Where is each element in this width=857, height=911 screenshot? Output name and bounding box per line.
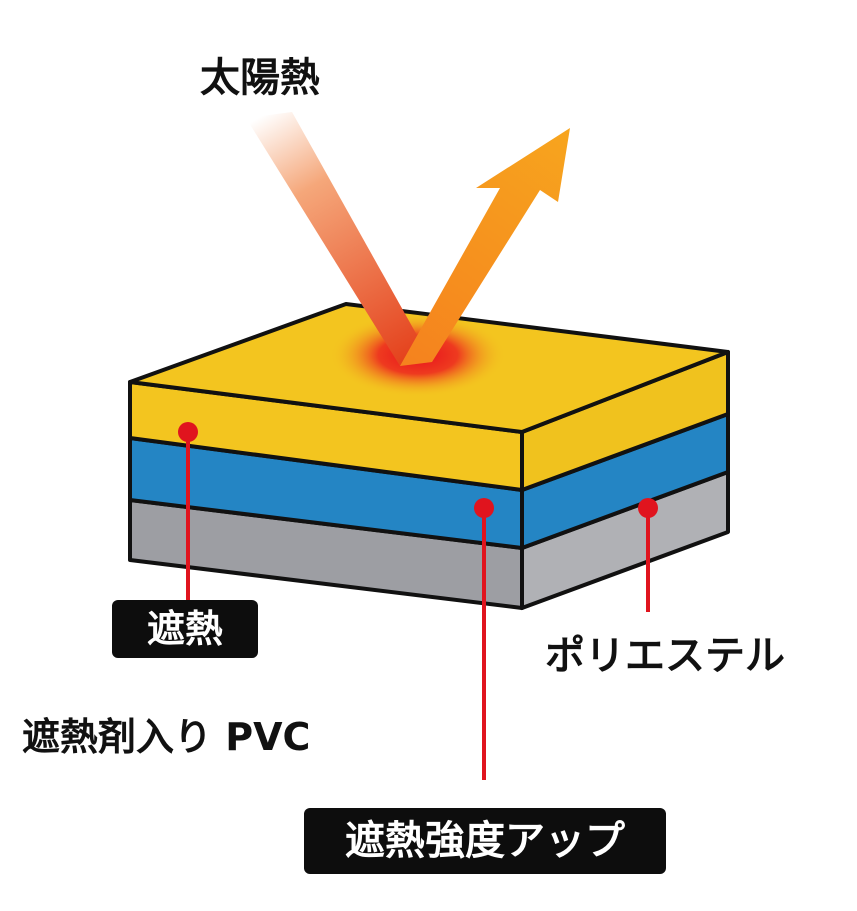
sun-heat-title: 太陽熱 [200,55,320,101]
incoming-heat-arrow-icon [246,112,432,366]
heat-shield-pointer-dot [178,422,198,442]
strength-pointer-dot [474,498,494,518]
reflected-heat-arrow-icon [400,128,570,366]
heat-shield-badge: 遮熱 [112,600,258,658]
polyester-pointer-dot [638,498,658,518]
polyester-label: ポリエステル [545,633,785,679]
strength-badge: 遮熱強度アップ [304,808,666,874]
pvc-label: 遮熱剤入り PVC [22,715,311,759]
